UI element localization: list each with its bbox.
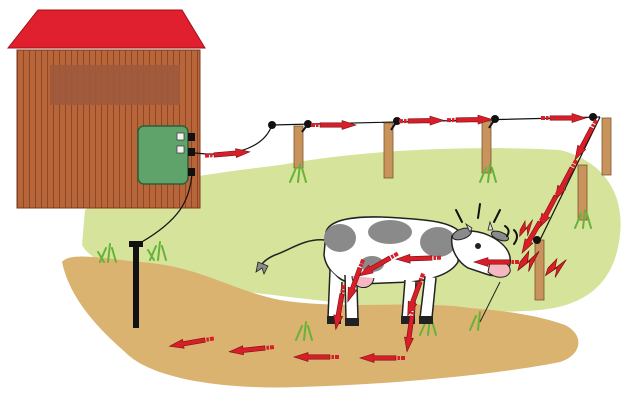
fence-post bbox=[577, 164, 588, 221]
cow-tail-tuft bbox=[255, 261, 269, 276]
fence-energizer bbox=[137, 125, 195, 185]
cow-horn bbox=[464, 222, 473, 233]
cow-eye bbox=[475, 243, 481, 249]
grass-tufts bbox=[97, 163, 592, 341]
fence-post bbox=[293, 125, 304, 169]
energizer-terminal-1 bbox=[188, 133, 195, 141]
cow-ear bbox=[490, 230, 510, 242]
energizer-indicator-top bbox=[176, 132, 185, 141]
grass-stalk bbox=[479, 281, 501, 323]
fence-post bbox=[383, 122, 394, 179]
ground-rod bbox=[129, 241, 143, 328]
current-arrow bbox=[540, 113, 587, 123]
cow-horn bbox=[487, 220, 494, 231]
energizer-terminal-2 bbox=[188, 148, 195, 156]
cow-ear bbox=[451, 227, 473, 241]
barn-roof bbox=[6, 9, 206, 49]
ground-wire bbox=[139, 172, 193, 244]
fence-post bbox=[534, 239, 545, 301]
current-arrow bbox=[310, 120, 357, 130]
soil-ground bbox=[62, 256, 579, 388]
barn-window bbox=[50, 65, 180, 105]
energizer-indicator-bottom bbox=[176, 145, 185, 154]
cow-tail bbox=[259, 239, 326, 269]
energizer-terminal-3 bbox=[188, 168, 195, 176]
fence-post bbox=[601, 117, 612, 176]
current-arrow bbox=[398, 115, 445, 127]
shock-marks bbox=[455, 203, 518, 245]
fence-wire-down bbox=[539, 116, 601, 241]
insulators bbox=[268, 113, 597, 244]
